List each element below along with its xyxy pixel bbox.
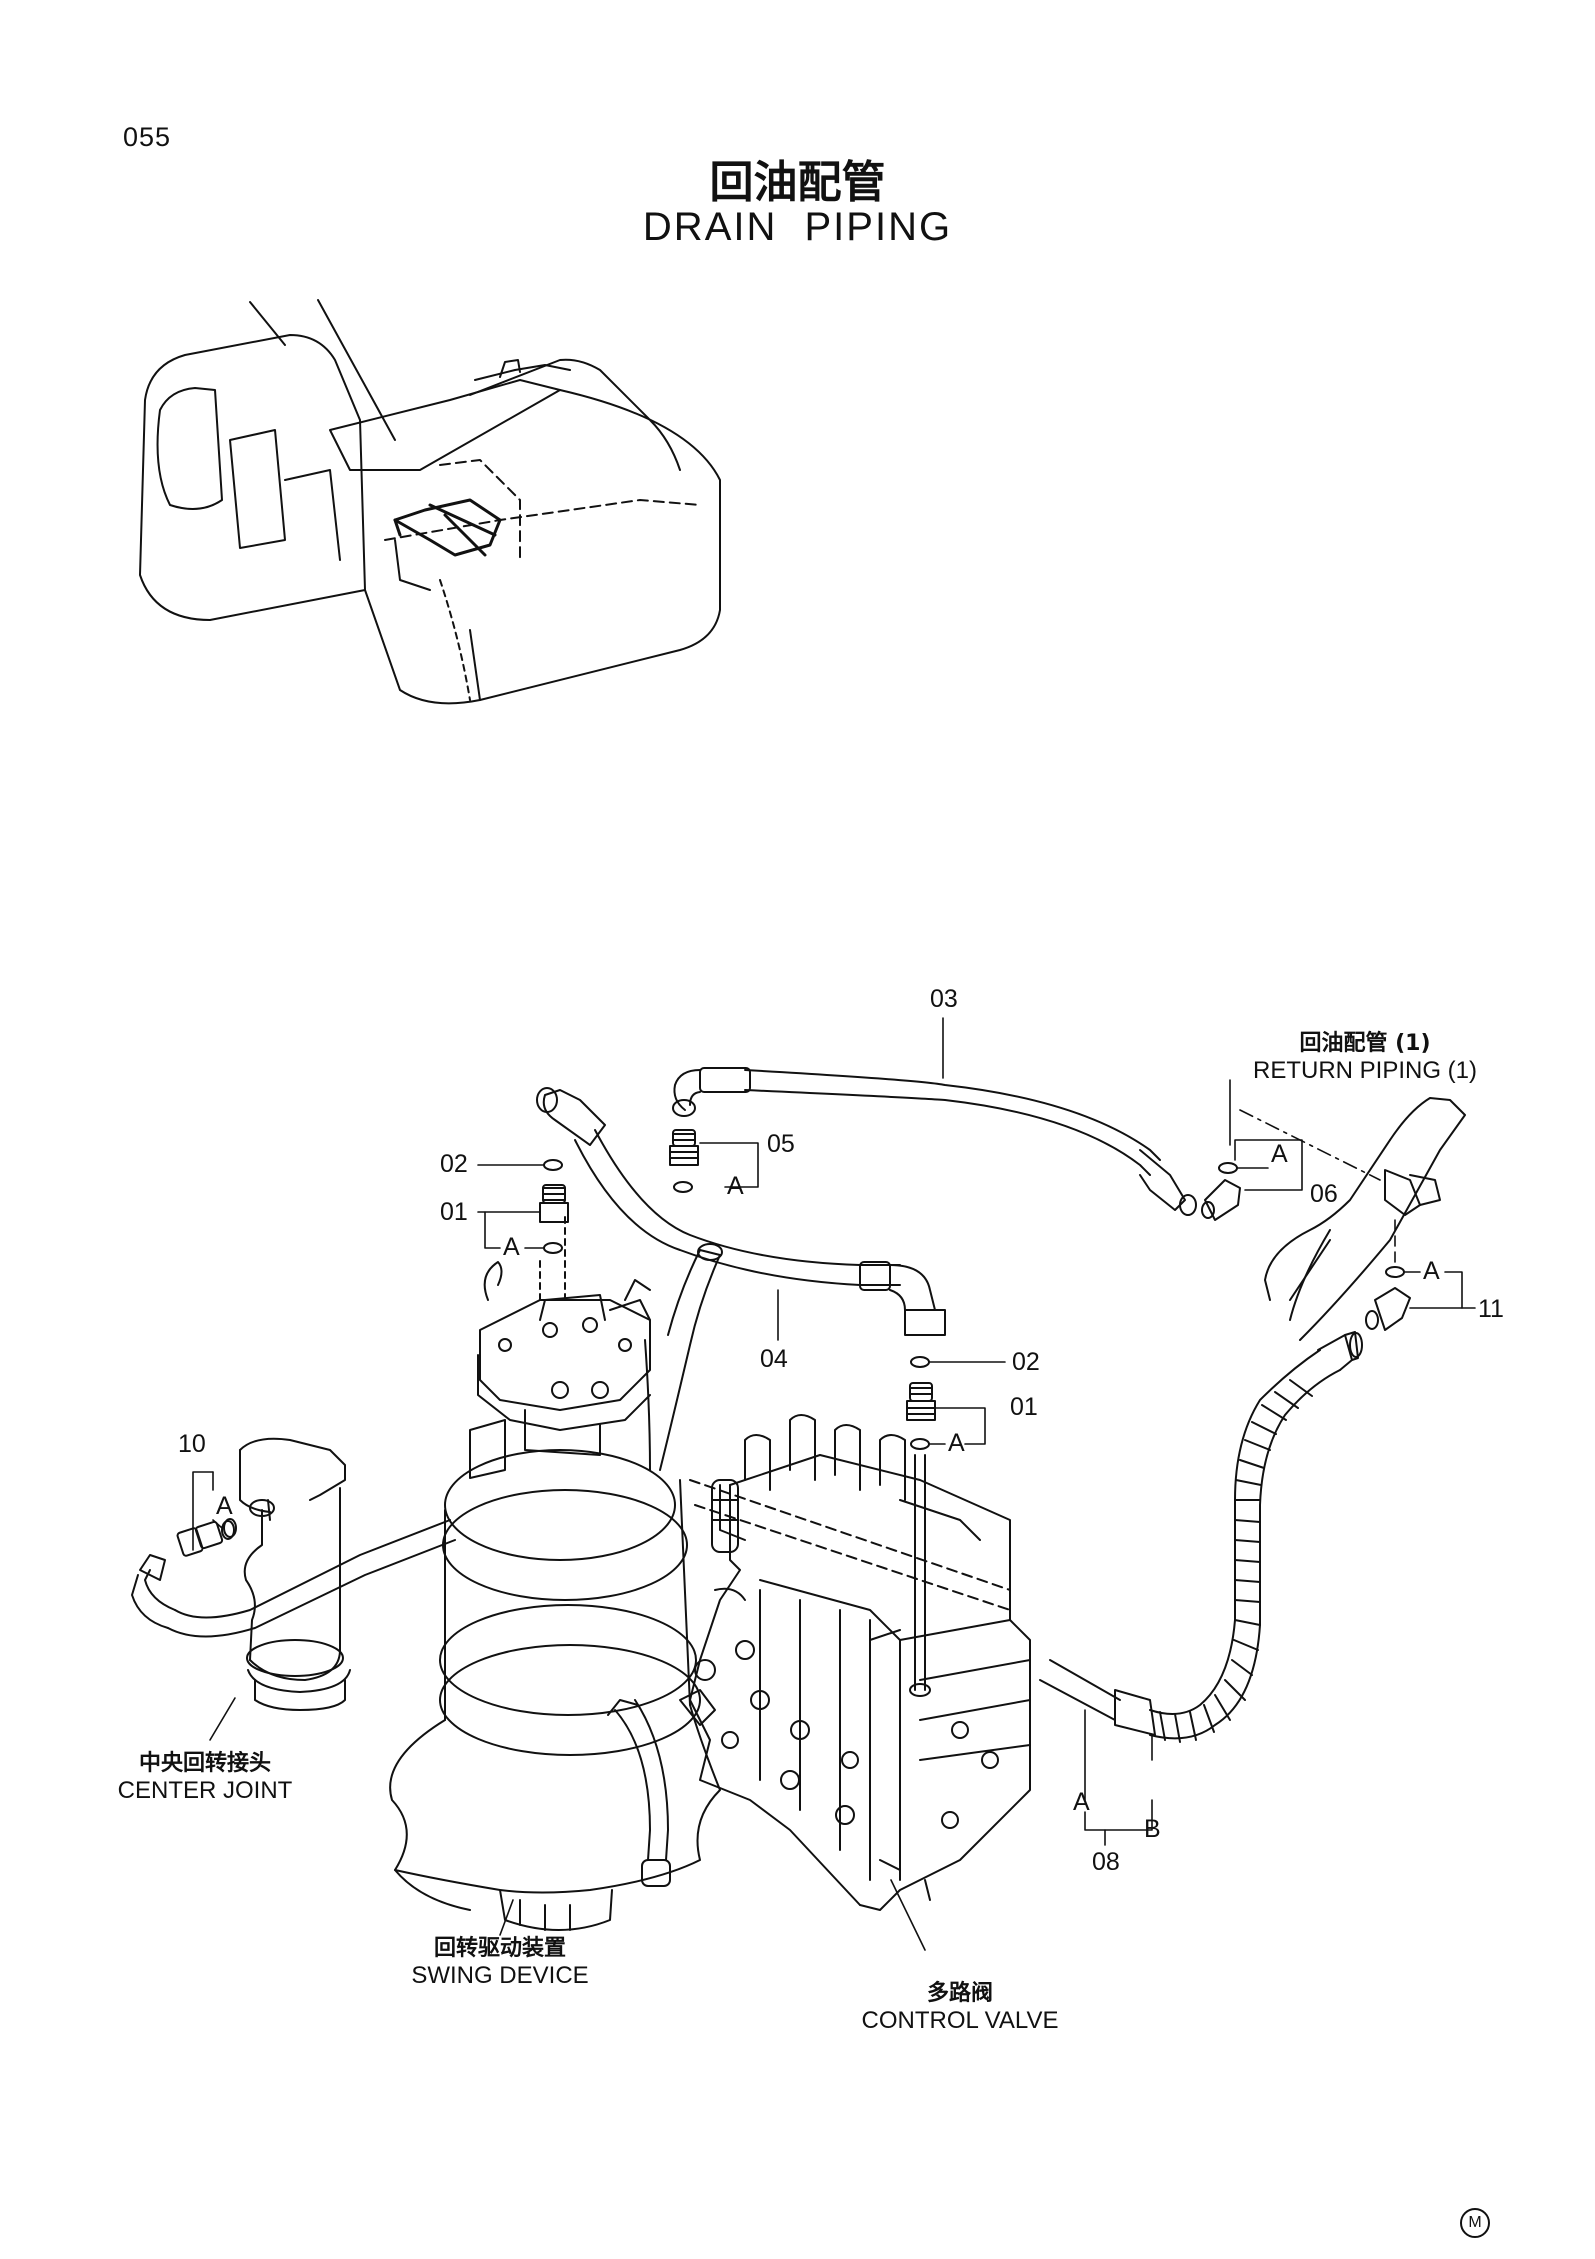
callout-02-upper: 02 <box>440 1150 468 1178</box>
callout-10: 10 <box>178 1430 206 1458</box>
mark-a-08: A <box>1073 1788 1090 1816</box>
fitting-parts-illustration <box>223 1129 1411 1697</box>
callout-leader-lines <box>192 1017 1476 1951</box>
control-valve-illustration <box>679 1414 1031 1911</box>
swing-device-illustration <box>389 1214 723 1931</box>
center-joint-label-en: CENTER JOINT <box>117 1777 293 1804</box>
swing-device-label-en: SWING DEVICE <box>411 1962 589 1989</box>
return-piping-label-en: RETURN PIPING (1) <box>1252 1057 1477 1084</box>
page-number: 055 <box>123 122 172 152</box>
callout-06: 06 <box>1310 1180 1338 1208</box>
callout-04: 03 <box>930 985 958 1013</box>
page-title-english: DRAIN PIPING <box>642 205 953 249</box>
callout-01-lower: 01 <box>1010 1393 1038 1421</box>
excavator-overview-illustration <box>139 299 721 705</box>
center-joint-label: 中央回转接头 CENTER JOINT <box>85 1745 325 1805</box>
mark-b-08: B <box>1144 1815 1161 1843</box>
swing-device-label: 回转驱动装置 SWING DEVICE <box>390 1930 610 1990</box>
mark-a-01-lower: A <box>948 1429 965 1457</box>
mark-a-05: A <box>727 1172 744 1200</box>
swing-device-label-cn: 回转驱动装置 <box>433 1936 566 1961</box>
pipe-03-illustration <box>536 1087 946 1336</box>
callout-08: 08 <box>1092 1848 1120 1876</box>
callout-11: 11 <box>1478 1295 1504 1323</box>
mark-a-10: A <box>216 1492 233 1520</box>
center-joint-label-cn: 中央回转接头 <box>138 1751 271 1776</box>
center-joint-illustration <box>239 1437 351 1711</box>
callout-02-lower: 02 <box>1012 1348 1040 1376</box>
callout-01-upper: 01 <box>440 1198 468 1226</box>
callout-03: 04 <box>760 1345 788 1373</box>
control-valve-label: 多路阀 CONTROL VALVE <box>840 1975 1080 2035</box>
return-piping-illustration <box>1264 1097 1466 1341</box>
callout-05: 05 <box>767 1130 795 1158</box>
pipe-04-illustration <box>672 1067 1197 1216</box>
circled-m-mark: M <box>1460 2208 1490 2238</box>
control-valve-label-cn: 多路阀 <box>926 1981 993 2006</box>
control-valve-label-en: CONTROL VALVE <box>861 2007 1059 2034</box>
page-title-chinese: 回油配管 <box>709 157 886 208</box>
return-piping-label: 回油配管 (1) RETURN PIPING (1) <box>1215 1025 1515 1085</box>
pipe-10-illustration <box>131 1519 456 1638</box>
hose-08-illustration <box>1039 1331 1363 1743</box>
mark-a-11: A <box>1423 1257 1440 1285</box>
mark-a-06: A <box>1271 1140 1288 1168</box>
mark-a-01-upper: A <box>503 1233 520 1261</box>
return-piping-label-cn: 回油配管 (1) <box>1299 1031 1431 1056</box>
